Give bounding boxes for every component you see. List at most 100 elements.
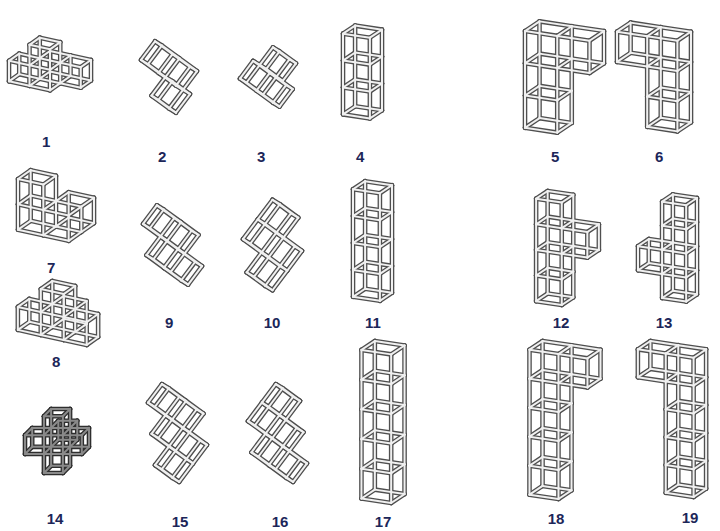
cube-edge [30, 79, 40, 86]
cube-edge [276, 384, 283, 388]
cube-edge [536, 217, 548, 225]
cube-edge [528, 379, 530, 408]
cube-edge [524, 63, 526, 95]
cube-edge [685, 229, 687, 253]
cube-edge [693, 386, 695, 414]
cube-edge [547, 268, 549, 294]
cube-edge [673, 291, 697, 295]
cube-edge-outline [585, 358, 590, 387]
cube-edge [50, 409, 52, 428]
cube-edge [379, 220, 381, 247]
cube-edge [365, 262, 392, 266]
cube-edge [93, 198, 95, 223]
cube-edge [562, 220, 574, 228]
cube-edge [50, 71, 71, 76]
figure-number: 10 [264, 314, 281, 332]
cube-edge-outline [545, 268, 550, 294]
cube-edge [17, 179, 19, 204]
cube-edge [666, 457, 679, 465]
cube-edge [672, 267, 674, 291]
cube-edge [51, 421, 58, 428]
cube-edge [29, 322, 52, 327]
cube-edge-outline [572, 58, 604, 63]
cube-edge-outline [617, 62, 647, 67]
cube-edge [365, 208, 392, 212]
cube-edge [528, 350, 530, 379]
cube-edge [404, 464, 406, 494]
cube-edge-outline [368, 38, 373, 65]
cube-edge [31, 428, 33, 447]
cube-edge [157, 205, 164, 209]
cube-edge [186, 401, 203, 414]
cube-edge-outline [534, 276, 539, 302]
cube-edge [64, 332, 75, 340]
cube-edge [661, 27, 691, 32]
cube-edge-outline [375, 490, 405, 494]
cube-edge [678, 457, 706, 461]
cube-edge [70, 440, 77, 447]
cube-edge-outline [569, 432, 574, 461]
cube-edge [380, 239, 392, 247]
cube-edge [686, 222, 697, 229]
cube-edge [87, 314, 98, 322]
cube-edge [547, 191, 549, 217]
cube-edge [587, 250, 599, 258]
cube-edge [529, 350, 558, 354]
cube-edge-outline [545, 191, 550, 217]
cube-edge [240, 79, 247, 83]
cube-edge [374, 371, 376, 401]
cube-edge [666, 437, 694, 441]
cube-edge [646, 36, 648, 66]
cube-edge [60, 55, 70, 62]
cube-edge [375, 400, 405, 404]
cube-edge [638, 239, 649, 246]
cube-edge [630, 23, 632, 53]
cube-edge-outline [572, 26, 604, 31]
cube-edge-outline [666, 484, 679, 492]
cube-edge [557, 383, 559, 412]
cube-edge [353, 243, 380, 247]
cube-edge [529, 341, 542, 350]
cube-edge [50, 83, 60, 90]
cube-edge-outline [540, 21, 572, 26]
cube-edge-outline [527, 379, 532, 408]
cube-edge [63, 409, 70, 416]
cube-edge-outline [559, 228, 564, 254]
cube-edge [32, 427, 51, 429]
cube-edge [637, 246, 639, 270]
cube-edge-outline [56, 218, 69, 227]
cube-edge [76, 421, 78, 440]
cube-edge [262, 403, 269, 407]
cube-edge [529, 399, 542, 408]
cube-edge [649, 341, 651, 369]
cube-edge [276, 451, 290, 470]
cube-edge-outline [402, 345, 407, 375]
cube-edge [666, 345, 679, 353]
cube-edge [525, 86, 540, 96]
cube-edge [561, 228, 563, 254]
cube-edge [284, 237, 302, 251]
cube-edge [44, 447, 51, 454]
cube-edge [638, 263, 649, 270]
cube-edge [52, 281, 75, 286]
cube-edge [176, 432, 190, 451]
cube-edge [616, 32, 618, 62]
figure-number: 6 [655, 148, 663, 166]
cube-edge [539, 21, 541, 53]
cube-edge [375, 341, 405, 345]
cube-edge-outline [343, 114, 370, 118]
cube-edge [678, 484, 706, 488]
cube-edge [247, 272, 254, 276]
cube-edge [573, 220, 599, 224]
cube-edge-outline [658, 88, 663, 118]
cube-edge-outline [43, 235, 68, 241]
cube-edge-outline [556, 383, 561, 412]
cube-edge-outline [597, 224, 602, 250]
cube-edge [660, 57, 662, 87]
cube-edge [254, 257, 269, 277]
cube-edge-outline [572, 345, 601, 349]
cube-edge [365, 181, 392, 185]
cube-edge [375, 371, 405, 375]
cube-edge-outline [540, 457, 545, 486]
cube-edge-outline [662, 291, 673, 298]
